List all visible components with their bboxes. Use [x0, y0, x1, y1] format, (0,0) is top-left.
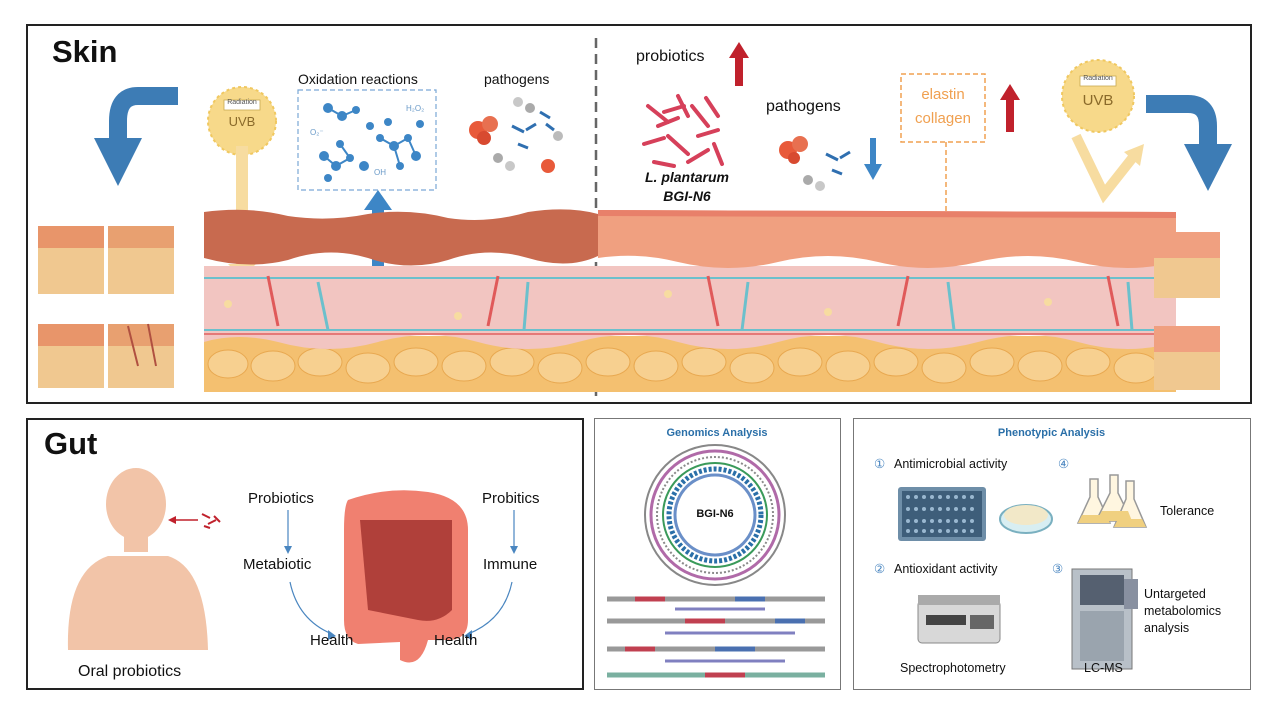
- genomics-panel: Genomics Analysis BGI-N6: [594, 418, 841, 690]
- collagen-label: collagen: [915, 110, 971, 127]
- red-up-arrow-icon: [729, 42, 749, 86]
- gut-title: Gut: [44, 426, 98, 461]
- gut-right-health: Health: [434, 632, 478, 649]
- untargeted-num: ③: [1052, 562, 1064, 576]
- intestine-icon: [344, 490, 468, 663]
- strain-name: BGI-N6: [663, 188, 711, 204]
- ros-label-oh: OH: [374, 168, 386, 177]
- gut-left-metabiotic: Metabiotic: [243, 556, 312, 573]
- spectrophotometer-icon: [917, 595, 1001, 644]
- oral-arrow-icon: [168, 513, 221, 529]
- antimicrobial-label: Antimicrobial activity: [894, 457, 1008, 471]
- gut-left-health: Health: [310, 632, 354, 649]
- well-plate-icon: [898, 487, 986, 541]
- pathogens-right-label: pathogens: [766, 98, 841, 115]
- damaged-skin-blocks-icon: [38, 226, 174, 388]
- antioxidant-num: ②: [874, 562, 886, 576]
- genome-circle-plot: [607, 444, 825, 678]
- phenotypic-illustrations: [898, 474, 1148, 670]
- species-name: L. plantarum: [644, 169, 729, 185]
- gut-panel: Gut Probio: [26, 418, 584, 690]
- oral-probiotics-label: Oral probiotics: [78, 663, 182, 680]
- antimicrobial-num: ①: [874, 457, 886, 471]
- uvb-sun-right-icon: [1061, 59, 1144, 204]
- red-up-arrow-elastin-icon: [1000, 84, 1020, 132]
- uvb-right-label: UVB: [1082, 92, 1114, 109]
- curved-arrow-left-icon: [94, 87, 178, 186]
- gut-right-probitics: Probitics: [482, 490, 540, 507]
- ros-label-o2: O₂⁻: [310, 128, 324, 137]
- flasks-icon: [1076, 474, 1148, 528]
- curved-arrow-right-icon: [1146, 95, 1232, 191]
- elastin-label: elastin: [921, 86, 965, 103]
- oxidation-label: Oxidation reactions: [298, 71, 418, 87]
- antioxidant-label: Antioxidant activity: [894, 562, 998, 576]
- petri-dish-icon: [999, 504, 1053, 534]
- pathogens-cluster-right-icon: [779, 136, 851, 191]
- pathogens-left-label: pathogens: [484, 71, 550, 87]
- tolerance-num: ④: [1058, 457, 1070, 471]
- skin-illustration: [38, 38, 1232, 396]
- human-silhouette-icon: [67, 468, 208, 650]
- uvb-left-badge: Radiation: [227, 99, 257, 106]
- untargeted-line-2: metabolomics: [1144, 604, 1222, 618]
- healthy-skin-blocks-icon: [1154, 232, 1220, 390]
- phenotypic-panel: Phenotypic Analysis ① Antimicrobial acti…: [853, 418, 1251, 690]
- gut-right-immune: Immune: [483, 556, 538, 573]
- skin-title: Skin: [52, 34, 118, 69]
- genomics-title: Genomics Analysis: [666, 427, 768, 439]
- uvb-right-badge: Radiation: [1083, 75, 1113, 82]
- ros-label-h2o2: H₂O₂: [406, 104, 425, 113]
- probiotics-label: probiotics: [636, 48, 705, 65]
- pathogens-cluster-left-icon: [469, 97, 563, 173]
- ros-molecules-icon: [319, 103, 424, 182]
- uvb-left-label: UVB: [228, 114, 256, 129]
- spectrophotometry-label: Spectrophotometry: [900, 661, 1006, 675]
- skin-cross-section: [204, 209, 1176, 392]
- lc-ms-icon: [1071, 568, 1138, 670]
- genome-center-label: BGI-N6: [696, 508, 734, 520]
- phenotypic-title: Phenotypic Analysis: [997, 427, 1106, 439]
- skin-panel: Skin: [26, 24, 1252, 404]
- gut-illustration: [67, 468, 518, 663]
- untargeted-line-1: Untargeted: [1144, 587, 1206, 601]
- untargeted-line-3: analysis: [1144, 621, 1190, 635]
- blue-down-arrow-icon: [864, 138, 882, 180]
- lactobacillus-rods-icon: [642, 94, 724, 168]
- tolerance-label: Tolerance: [1160, 504, 1215, 518]
- gut-left-probiotics: Probiotics: [248, 490, 314, 507]
- lc-ms-label: LC-MS: [1084, 661, 1123, 675]
